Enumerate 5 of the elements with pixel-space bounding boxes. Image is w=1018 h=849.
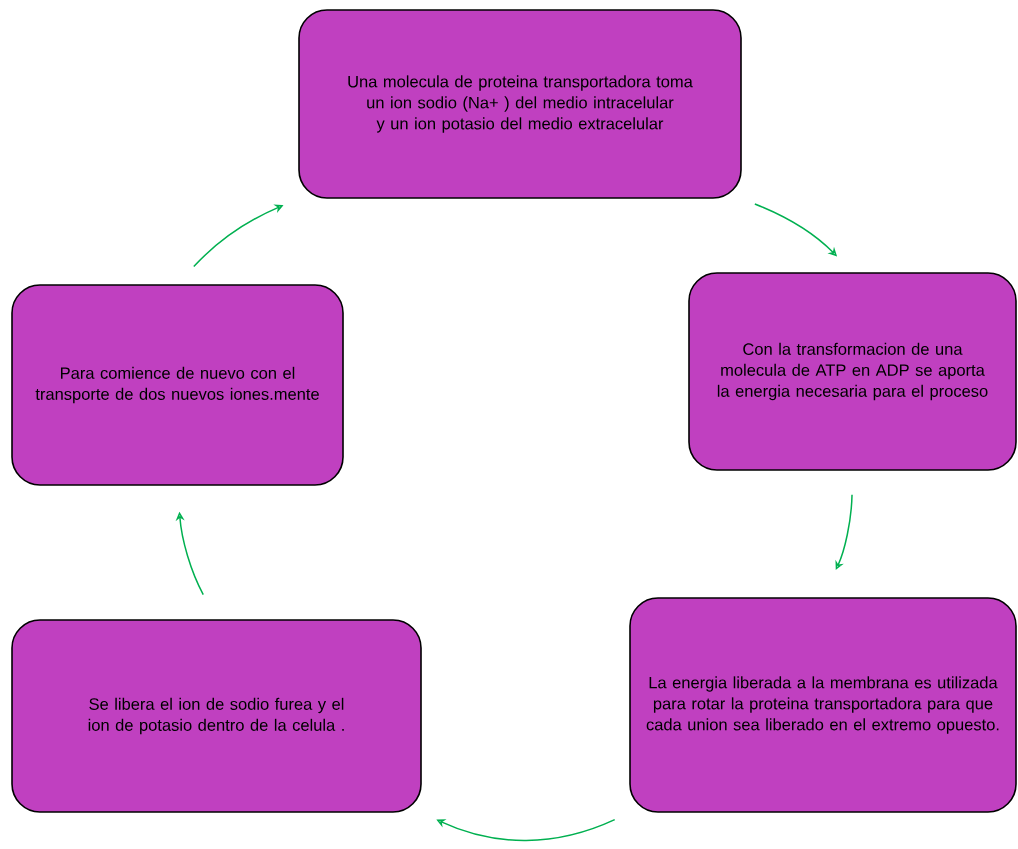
process-box: Se libera el ion de sodio furea y el ion de potasio dentro de la celula . bbox=[11, 619, 422, 813]
process-box: Una molecula de proteina transportadora toma un ion sodio (Na+ ) del medio intracelular y un ion potasio del medio extracelular bbox=[298, 9, 742, 199]
process-box: La energia liberada a la membrana es utilizada para rotar la proteina transportadora para que cada union sea liberado en el extremo opuesto. bbox=[629, 597, 1017, 813]
process-box: Para comience de nuevo con el transporte de dos nuevos iones.mente bbox=[11, 284, 344, 486]
process-box: Con la transformacion de una molecula de ATP en ADP se aporta la energia necesaria para el proceso bbox=[688, 272, 1017, 471]
